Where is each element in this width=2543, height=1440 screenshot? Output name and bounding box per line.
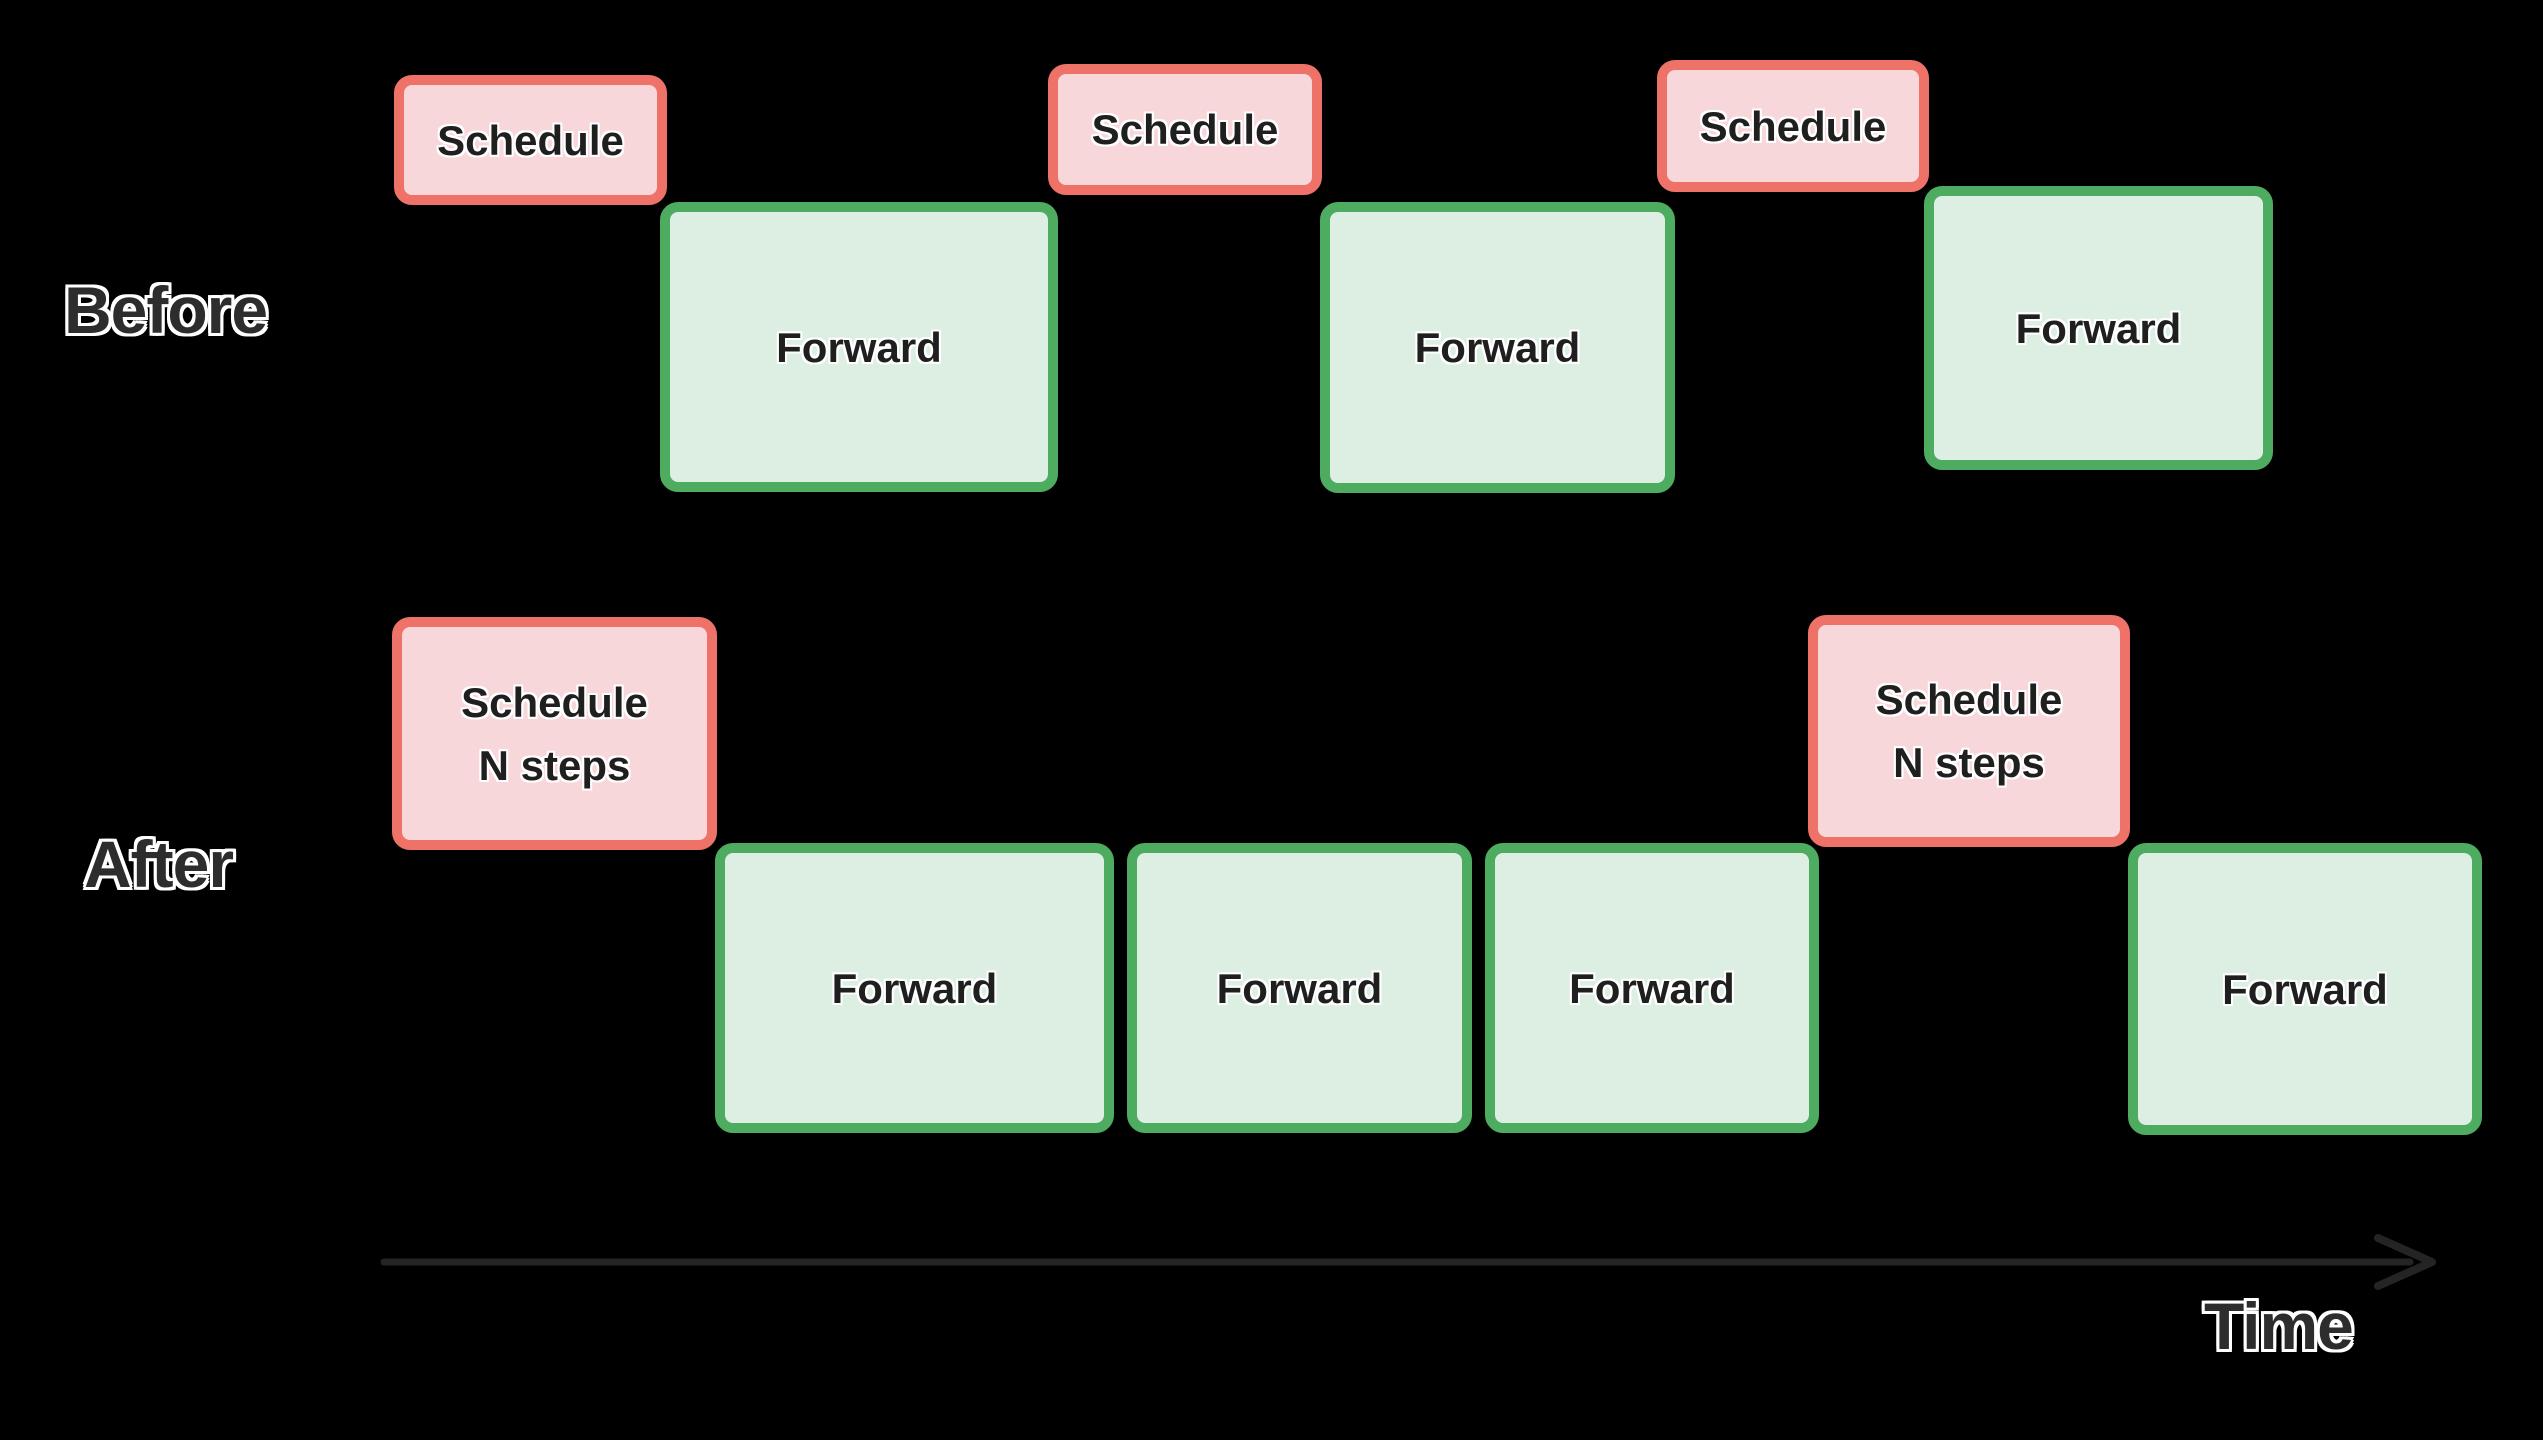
schedule-box-label: Schedule bbox=[1699, 102, 1887, 150]
before-forward-box-3: Forward bbox=[1924, 186, 2273, 470]
after-forward-box-3: Forward bbox=[1485, 843, 1819, 1133]
schedule-box-label: Schedule bbox=[1091, 106, 1279, 153]
before-forward-box-2: Forward bbox=[1320, 202, 1675, 493]
forward-box-label: Forward bbox=[1216, 964, 1383, 1012]
forward-box-label: Forward bbox=[2222, 965, 2388, 1013]
time-axis-arrow-icon bbox=[380, 1234, 2436, 1290]
before-schedule-box-1: Schedule bbox=[394, 75, 667, 205]
after-schedule-n-steps-box-2: Schedule N steps bbox=[1808, 615, 2130, 847]
schedule-box-label-line-2: N steps bbox=[478, 741, 631, 789]
after-forward-box-2: Forward bbox=[1127, 843, 1472, 1133]
schedule-box-label-line-1: Schedule bbox=[461, 678, 648, 726]
schedule-box-label: Schedule bbox=[437, 116, 624, 164]
after-forward-box-4: Forward bbox=[2128, 843, 2482, 1135]
forward-box-label: Forward bbox=[1414, 324, 1581, 371]
schedule-box-label-line-2: N steps bbox=[1893, 739, 2045, 786]
forward-box-label: Forward bbox=[1569, 964, 1735, 1012]
time-axis-label: Time bbox=[2204, 1289, 2354, 1363]
after-forward-box-1: Forward bbox=[715, 843, 1114, 1133]
after-row-label: After bbox=[84, 827, 234, 901]
before-schedule-box-3: Schedule bbox=[1657, 60, 1929, 192]
after-schedule-n-steps-box-1: Schedule N steps bbox=[392, 617, 717, 850]
forward-box-label: Forward bbox=[831, 964, 998, 1012]
before-forward-box-1: Forward bbox=[660, 202, 1058, 492]
before-schedule-box-2: Schedule bbox=[1048, 64, 1322, 195]
forward-box-label: Forward bbox=[2015, 304, 2182, 352]
forward-box-label: Forward bbox=[776, 323, 942, 371]
schedule-box-label-line-1: Schedule bbox=[1875, 676, 2063, 723]
before-row-label: Before bbox=[64, 273, 268, 347]
